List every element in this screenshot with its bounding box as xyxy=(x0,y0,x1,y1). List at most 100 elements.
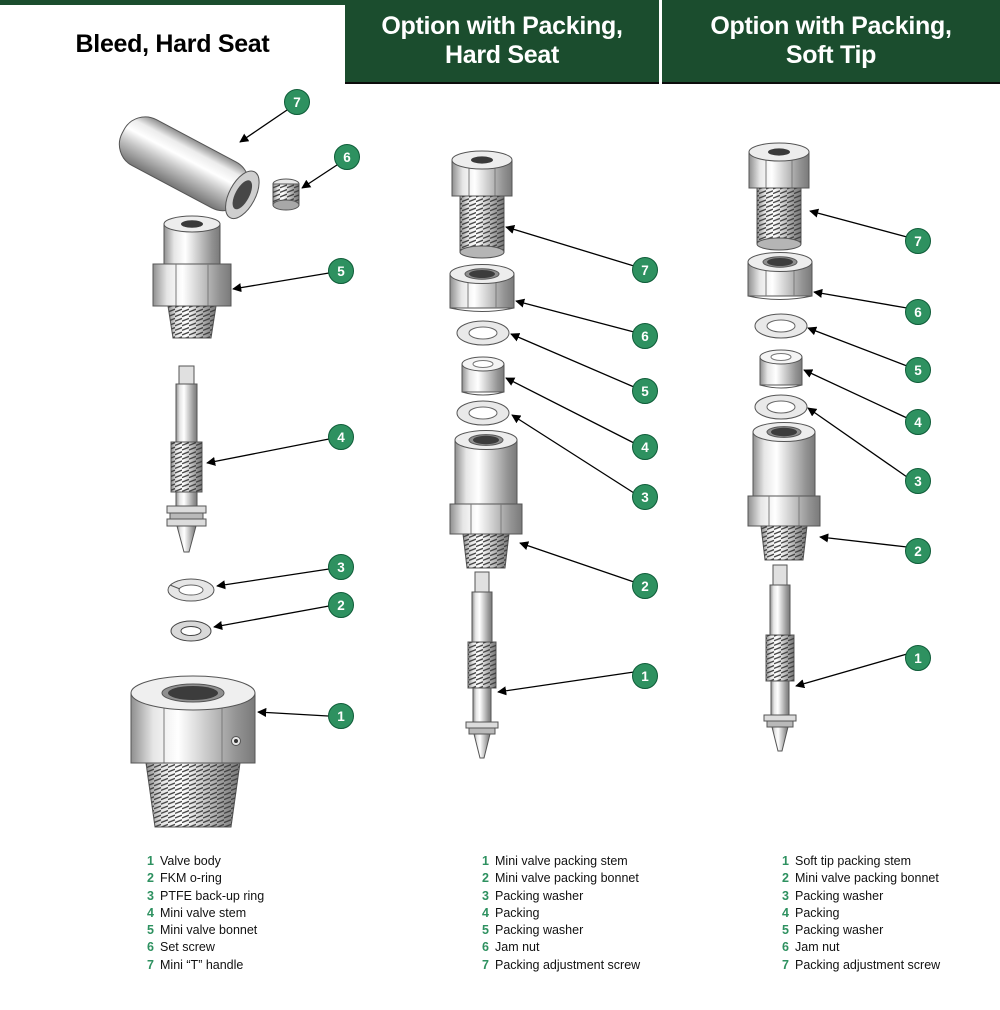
list-item: 6 Jam nut xyxy=(480,939,640,956)
part-packing-washer xyxy=(456,400,510,426)
title-text: Bleed, Hard Seat xyxy=(75,30,270,58)
parts-list-packing-hard-seat: 1 Mini valve packing stem 2 Mini valve pac… xyxy=(480,853,640,974)
callout-number: 4 xyxy=(337,429,345,445)
callout-4: 4 xyxy=(632,434,658,460)
part-number: 5 xyxy=(782,923,789,938)
part-number: 4 xyxy=(482,905,489,920)
callout-number: 3 xyxy=(641,489,649,505)
callout-1: 1 xyxy=(905,645,931,671)
part-mini-valve-stem xyxy=(166,365,207,553)
part-label: Packing adjustment screw xyxy=(795,957,941,972)
part-mini-t-handle xyxy=(118,116,260,220)
callout-number: 2 xyxy=(914,543,922,559)
callout-number: 3 xyxy=(337,559,345,575)
part-label: Packing adjustment screw xyxy=(495,957,641,972)
list-item: 2 Mini valve packing bonnet xyxy=(780,870,940,887)
part-ptfe-backup-ring xyxy=(167,578,215,602)
part-label: Mini “T” handle xyxy=(160,957,244,972)
callout-number: 4 xyxy=(641,439,649,455)
part-number: 2 xyxy=(147,871,154,886)
callout-number: 5 xyxy=(337,263,345,279)
list-item: 1 Valve body xyxy=(145,853,264,870)
part-jam-nut xyxy=(747,252,813,300)
list-item: 2 Mini valve packing bonnet xyxy=(480,870,640,887)
callout-6: 6 xyxy=(334,144,360,170)
part-label: Packing xyxy=(495,905,540,920)
part-label: Packing washer xyxy=(795,888,884,903)
part-packing xyxy=(759,349,803,389)
part-number: 6 xyxy=(482,940,489,955)
part-mini-valve-packing-bonnet xyxy=(747,422,821,561)
column-title-packing-soft-tip: Option with Packing, Soft Tip xyxy=(662,0,1000,84)
callout-number: 4 xyxy=(914,414,922,430)
part-mini-valve-packing-bonnet xyxy=(449,430,523,569)
part-number: 6 xyxy=(782,940,789,955)
callout-4: 4 xyxy=(905,409,931,435)
callout-number: 2 xyxy=(641,578,649,594)
list-item: 1 Soft tip packing stem xyxy=(780,853,940,870)
callout-number: 1 xyxy=(641,668,649,684)
part-mini-valve-bonnet xyxy=(152,215,232,339)
part-label: Mini valve stem xyxy=(160,905,247,920)
part-fkm-o-ring xyxy=(170,620,212,642)
callout-3: 3 xyxy=(632,484,658,510)
part-label: Mini valve packing bonnet xyxy=(495,871,639,886)
callout-number: 7 xyxy=(914,233,922,249)
part-number: 1 xyxy=(147,854,154,868)
column-title-packing-hard-seat: Option with Packing, Hard Seat xyxy=(345,0,659,84)
callout-number: 7 xyxy=(641,262,649,278)
part-number: 1 xyxy=(482,854,489,868)
part-number: 3 xyxy=(782,888,789,903)
header-bar: Bleed, Hard Seat Option with Packing, Ha… xyxy=(0,0,1000,84)
callout-2: 2 xyxy=(905,538,931,564)
callout-5: 5 xyxy=(632,378,658,404)
list-item: 3 Packing washer xyxy=(780,888,940,905)
part-packing-washer xyxy=(754,313,808,339)
part-number: 1 xyxy=(782,854,789,868)
callout-4: 4 xyxy=(328,424,354,450)
part-label: Soft tip packing stem xyxy=(795,854,912,868)
part-label: Packing xyxy=(795,905,840,920)
part-label: FKM o-ring xyxy=(160,871,222,886)
part-number: 7 xyxy=(482,957,489,972)
part-label: Mini valve packing bonnet xyxy=(795,871,939,886)
callout-7: 7 xyxy=(905,228,931,254)
callout-number: 5 xyxy=(914,362,922,378)
callout-1: 1 xyxy=(632,663,658,689)
part-number: 4 xyxy=(782,905,789,920)
part-label: Set screw xyxy=(160,940,215,955)
part-label: Mini valve packing stem xyxy=(495,854,628,868)
callout-number: 6 xyxy=(914,304,922,320)
part-number: 2 xyxy=(482,871,489,886)
title-text: Option with Packing, Hard Seat xyxy=(381,12,623,69)
callout-number: 6 xyxy=(641,328,649,344)
part-packing-washer xyxy=(456,320,510,346)
part-number: 2 xyxy=(782,871,789,886)
callout-5: 5 xyxy=(328,258,354,284)
list-item: 3 Packing washer xyxy=(480,888,640,905)
part-label: Packing washer xyxy=(495,888,584,903)
list-item: 4 Packing xyxy=(480,905,640,922)
part-label: Jam nut xyxy=(795,940,840,955)
callout-number: 3 xyxy=(914,473,922,489)
part-jam-nut xyxy=(449,264,515,312)
callout-3: 3 xyxy=(328,554,354,580)
callout-7: 7 xyxy=(632,257,658,283)
part-number: 5 xyxy=(147,923,154,938)
callout-number: 5 xyxy=(641,383,649,399)
list-item: 1 Mini valve packing stem xyxy=(480,853,640,870)
part-number: 6 xyxy=(147,940,154,955)
part-soft-tip-packing-stem xyxy=(763,564,797,752)
part-number: 3 xyxy=(482,888,489,903)
part-packing-washer xyxy=(754,394,808,420)
part-mini-valve-packing-stem xyxy=(465,571,499,759)
column-title-bleed-hard-seat: Bleed, Hard Seat xyxy=(0,0,345,84)
part-number: 7 xyxy=(147,957,154,972)
part-label: Jam nut xyxy=(495,940,540,955)
part-label: Valve body xyxy=(160,854,221,868)
